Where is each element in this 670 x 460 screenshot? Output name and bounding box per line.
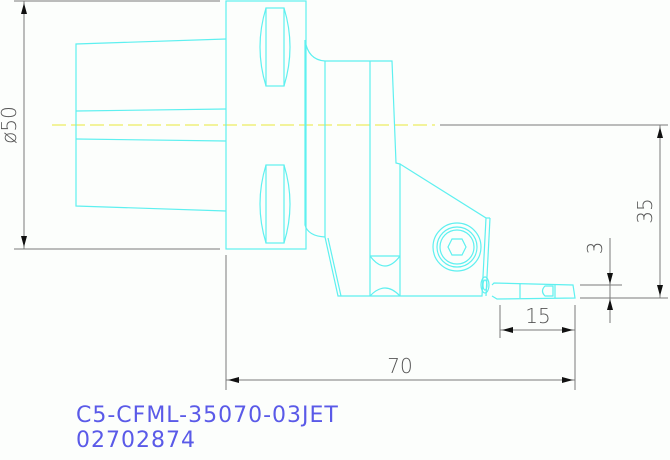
flange [225, 0, 307, 250]
order-code-label: 02702874 [76, 428, 196, 453]
dim-text-diameter: ø50 [0, 106, 21, 144]
tool-body [304, 39, 491, 297]
dimension-35: 35 [440, 124, 668, 299]
dim-text-15: 15 [525, 304, 550, 328]
dimension-70: 70 [225, 255, 576, 390]
shank [75, 38, 227, 212]
part-number-label: C5-CFML-35070-03JET [76, 403, 339, 428]
dimension-15: 15 [499, 304, 576, 338]
clamp-screw [432, 222, 490, 294]
dim-text-70: 70 [387, 354, 412, 378]
cutting-insert [491, 282, 576, 300]
dim-text-35: 35 [633, 198, 657, 223]
dimension-diameter: ø50 [0, 0, 220, 250]
dimension-3: 3 [580, 238, 622, 323]
dim-text-3: 3 [583, 242, 607, 255]
